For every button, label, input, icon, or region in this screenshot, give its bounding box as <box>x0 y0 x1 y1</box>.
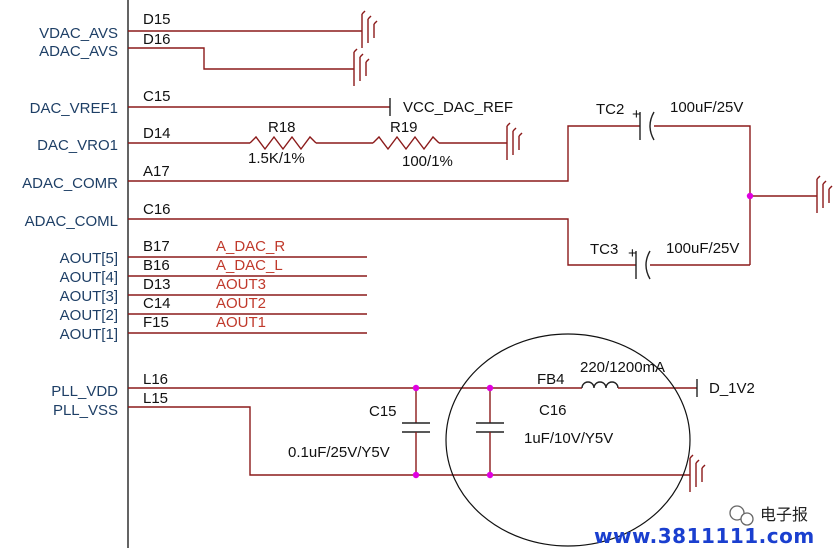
r19-ref: R19 <box>390 119 418 136</box>
junction-dot <box>486 471 494 479</box>
c16-ref: C16 <box>539 402 567 419</box>
tc3-value: 100uF/25V <box>666 240 739 257</box>
resistor-r19 <box>372 135 440 151</box>
junction-dot <box>486 384 494 392</box>
pin-name: DAC_VRO1 <box>37 137 118 154</box>
ground-icon <box>689 454 706 492</box>
ground-icon <box>361 10 378 48</box>
r18-value: 1.5K/1% <box>248 150 305 167</box>
junction-dot <box>746 192 754 200</box>
pin-name: AOUT[1] <box>60 326 118 343</box>
junction-dot <box>412 471 420 479</box>
tc2-plus-icon: + <box>632 106 641 123</box>
wechat-logo-icon <box>729 505 754 526</box>
r19-value: 100/1% <box>402 153 453 170</box>
ferrite-bead-fb4 <box>581 381 619 389</box>
ball-label: C16 <box>143 201 171 218</box>
ball-label: A17 <box>143 163 170 180</box>
ball-label: D16 <box>143 31 171 48</box>
net-label: AOUT2 <box>216 295 266 312</box>
wire-tc2-out <box>654 125 751 265</box>
pin-name: VDAC_AVS <box>39 25 118 42</box>
fb4-value: 220/1200mA <box>580 359 665 376</box>
r18-ref: R18 <box>268 119 296 136</box>
pin-name: AOUT[2] <box>60 307 118 324</box>
ball-label: D13 <box>143 276 171 293</box>
pin-name: ADAC_AVS <box>39 43 118 60</box>
pin-name: AOUT[3] <box>60 288 118 305</box>
ball-label: C15 <box>143 88 171 105</box>
wire-d16 <box>128 47 354 70</box>
highlight-circle <box>445 333 691 547</box>
tc2-curved-plate <box>649 111 655 141</box>
d1v2-label: D_1V2 <box>709 380 755 397</box>
pin-name: AOUT[5] <box>60 250 118 267</box>
pin-name: DAC_VREF1 <box>30 100 118 117</box>
ball-label: B16 <box>143 257 170 274</box>
tc3-curved-plate <box>645 250 651 280</box>
ground-icon <box>816 175 833 213</box>
wire-c16 <box>128 218 636 266</box>
pin-name: PLL_VDD <box>51 383 118 400</box>
pin-name: AOUT[4] <box>60 269 118 286</box>
ground-icon <box>506 122 523 160</box>
net-label: AOUT1 <box>216 314 266 331</box>
c15-value: 0.1uF/25V/Y5V <box>288 444 390 461</box>
ground-icon <box>353 48 370 86</box>
net-label: A_DAC_R <box>216 238 285 255</box>
ball-label: L16 <box>143 371 168 388</box>
resistor-r18 <box>249 135 317 151</box>
pin-name: PLL_VSS <box>53 402 118 419</box>
fb4-ref: FB4 <box>537 371 565 388</box>
junction-dot <box>412 384 420 392</box>
tc3-plus-icon: + <box>628 245 637 262</box>
net-label: AOUT3 <box>216 276 266 293</box>
watermark-url: www.3811111.com <box>594 524 815 548</box>
ball-label: L15 <box>143 390 168 407</box>
pin-name: ADAC_COMR <box>22 175 118 192</box>
tc3-ref: TC3 <box>590 241 618 258</box>
ball-label: B17 <box>143 238 170 255</box>
ball-label: F15 <box>143 314 169 331</box>
ball-label: D15 <box>143 11 171 28</box>
tc2-value: 100uF/25V <box>670 99 743 116</box>
ball-label: C14 <box>143 295 171 312</box>
c16-value: 1uF/10V/Y5V <box>524 430 613 447</box>
c15-ref: C15 <box>369 403 397 420</box>
wire-l15 <box>128 406 690 476</box>
wire-a17 <box>128 125 640 182</box>
tc2-ref: TC2 <box>596 101 624 118</box>
ball-label: D14 <box>143 125 171 142</box>
watermark-brand: 电子报 <box>760 505 808 524</box>
pin-name: ADAC_COML <box>25 213 118 230</box>
vcc-dac-ref-label: VCC_DAC_REF <box>403 99 513 116</box>
net-label: A_DAC_L <box>216 257 283 274</box>
